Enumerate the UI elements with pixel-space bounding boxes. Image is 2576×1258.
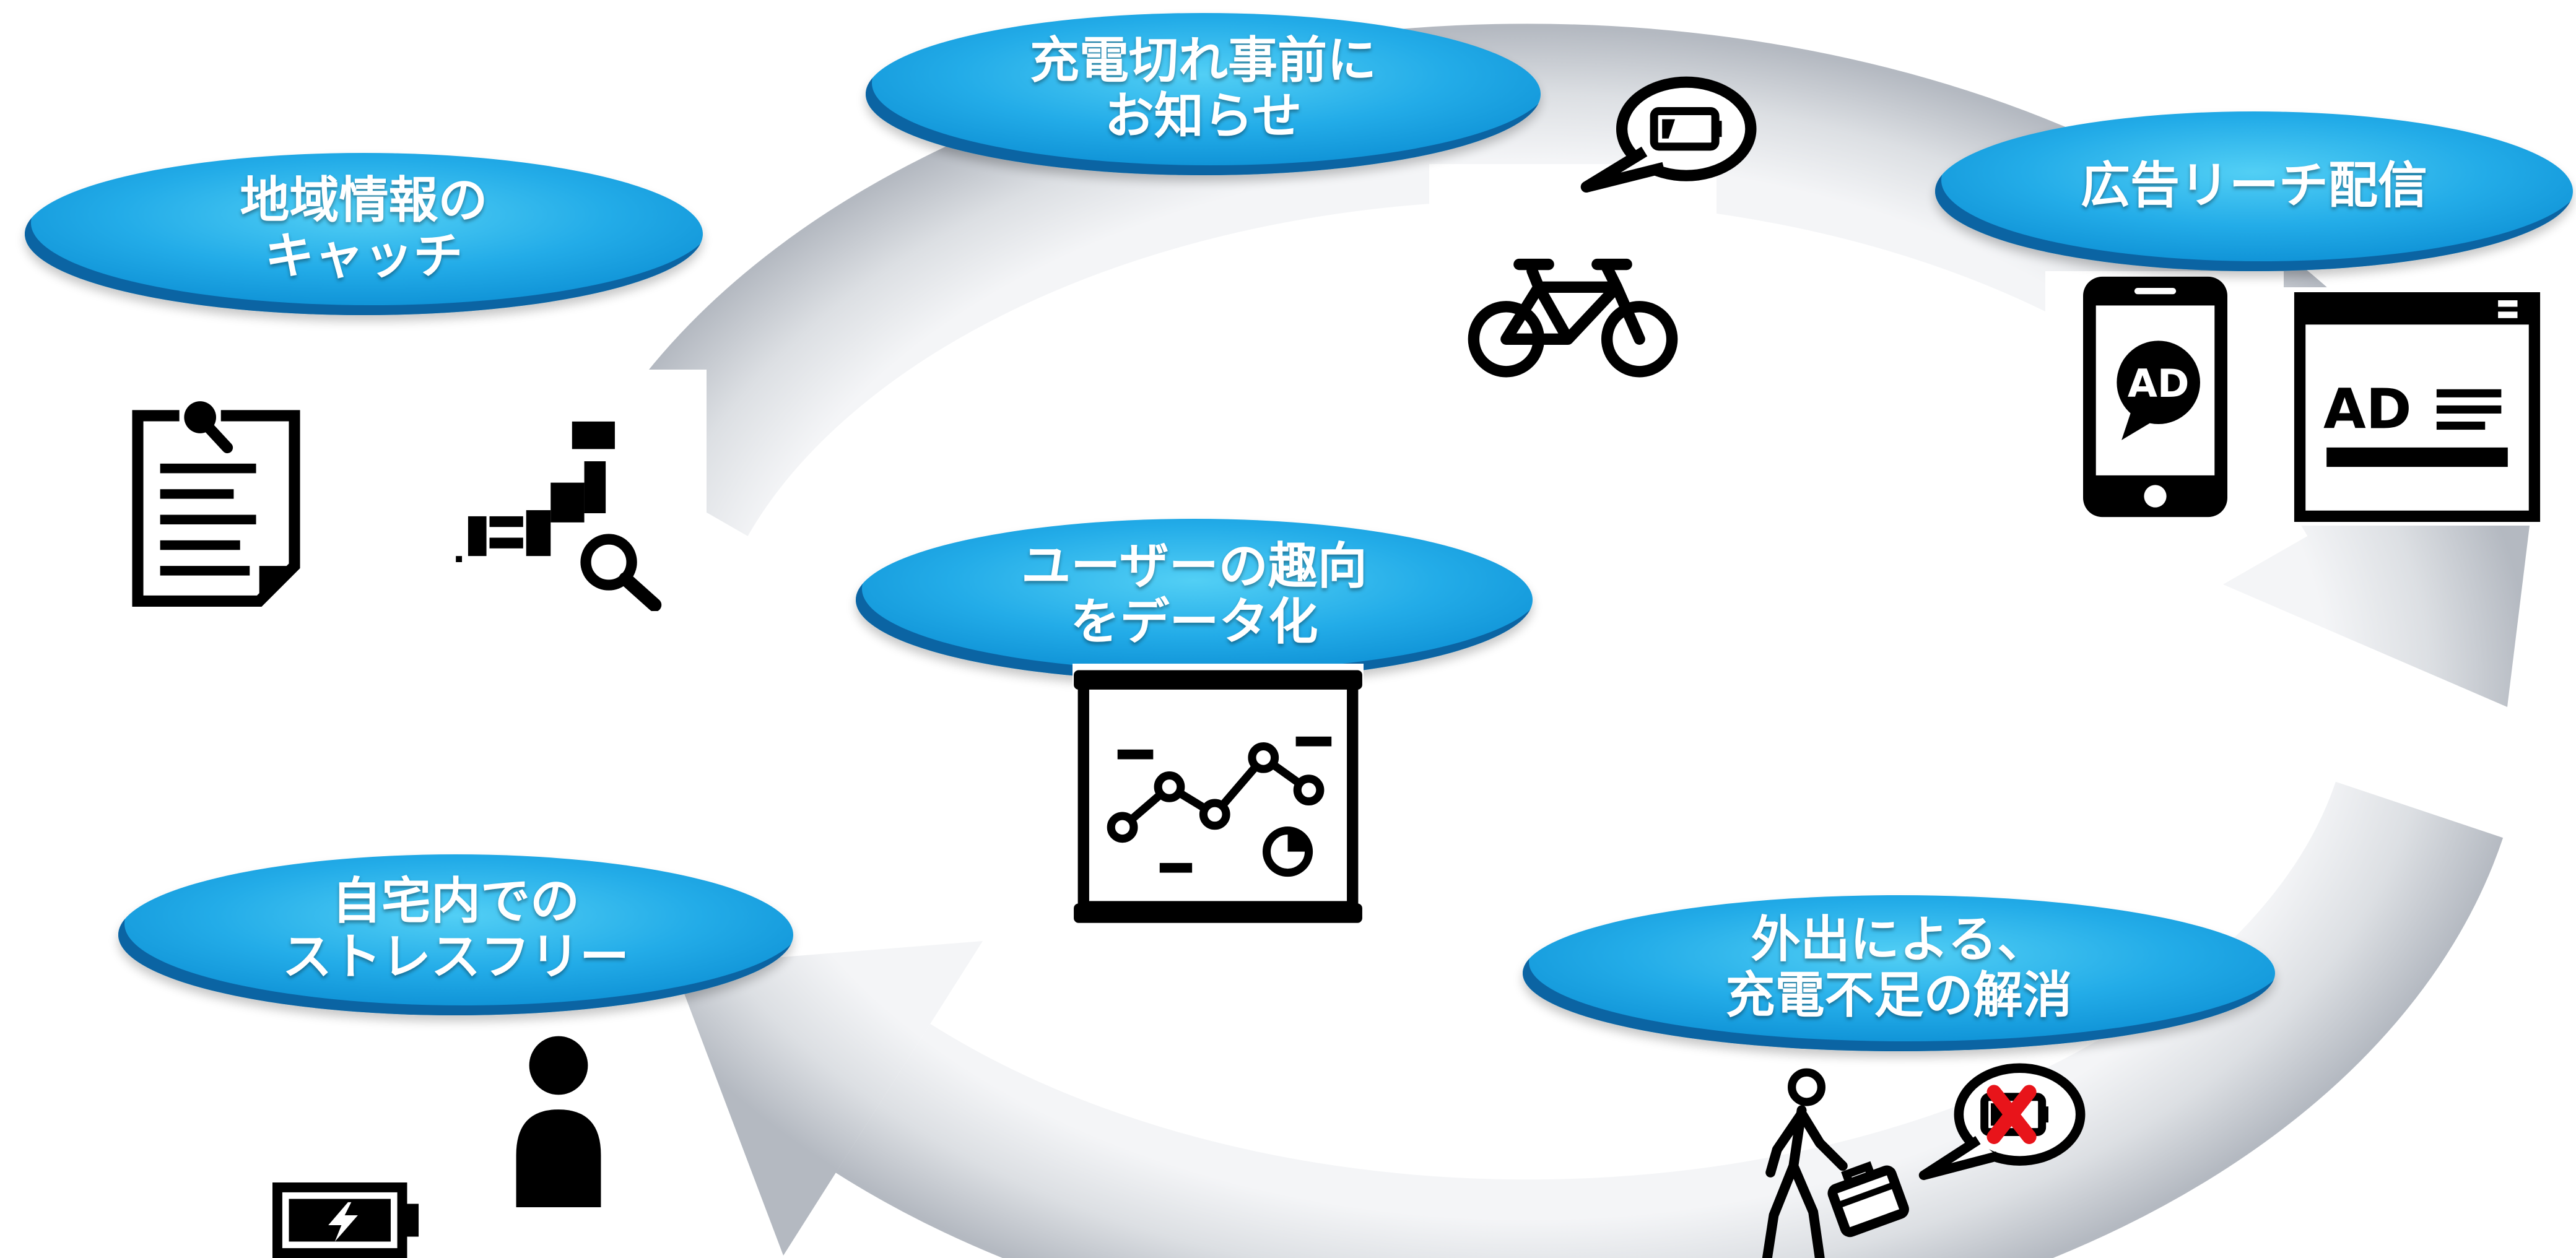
browser-ad-icon: AD <box>2293 292 2541 522</box>
walking-person-bag-icon <box>1757 1067 1921 1258</box>
low-battery-bubble-icon <box>1573 74 1760 194</box>
cycle-arrowhead-left <box>674 941 983 1256</box>
cycle-arrow-lower <box>835 781 2504 1258</box>
label-line: 外出による、 <box>1751 911 2047 968</box>
smartphone-ad-text: AD <box>2128 361 2190 406</box>
dead-battery-bubble-icon-graphic <box>1918 1063 2086 1181</box>
label-line: お知らせ <box>1104 87 1302 145</box>
smartphone-ad-icon-graphic: AD <box>2083 276 2227 518</box>
label-line: 自宅内での <box>332 872 580 930</box>
document-search-icon-graphic <box>132 401 300 607</box>
label-local-info: 地域情報の キャッチ <box>25 153 703 315</box>
smartphone-ad-icon: AD <box>2083 276 2227 518</box>
japan-map-search-icon <box>455 415 671 611</box>
charging-battery-icon <box>272 1182 424 1258</box>
label-line: ユーザーの趣向 <box>1021 537 1367 595</box>
label-line: 地域情報の <box>240 171 488 229</box>
walking-person-bag-icon-graphic <box>1762 1068 1909 1258</box>
label-line: 充電不足の解消 <box>1725 966 2073 1024</box>
document-search-icon <box>128 399 304 611</box>
browser-ad-icon-graphic: AD <box>2294 292 2541 522</box>
low-battery-bubble-icon-graphic <box>1580 76 1757 193</box>
label-line: をデータ化 <box>1070 593 1318 651</box>
label-user-preference: ユーザーの趣向 をデータ化 <box>856 519 1533 681</box>
label-line: 充電切れ事前に <box>1030 32 1377 89</box>
japan-map-search-icon-graphic <box>456 421 662 611</box>
person-icon <box>513 1035 604 1207</box>
bicycle-icon-backdrop <box>1429 164 1717 435</box>
label-home-stress-free: 自宅内での ストレスフリー <box>118 854 793 1015</box>
chart-board-icon <box>1073 664 1364 926</box>
dead-battery-bubble-icon <box>1914 1059 2087 1182</box>
label-ad-reach: 広告リーチ配信 <box>1935 111 2573 271</box>
browser-ad-text: AD <box>2323 377 2411 441</box>
label-line: 広告リーチ配信 <box>2081 157 2427 214</box>
label-line: キャッチ <box>264 227 463 285</box>
bicycle-icon-graphic <box>1468 258 1678 378</box>
label-low-battery-notice: 充電切れ事前に お知らせ <box>866 13 1541 175</box>
label-outing-charge: 外出による、 充電不足の解消 <box>1523 895 2275 1051</box>
label-line: ストレスフリー <box>282 928 629 986</box>
person-icon-graphic <box>516 1036 601 1207</box>
charging-battery-icon-graphic <box>272 1182 419 1258</box>
chart-board-icon-graphic <box>1074 670 1362 923</box>
bicycle-icon <box>1467 238 1679 381</box>
